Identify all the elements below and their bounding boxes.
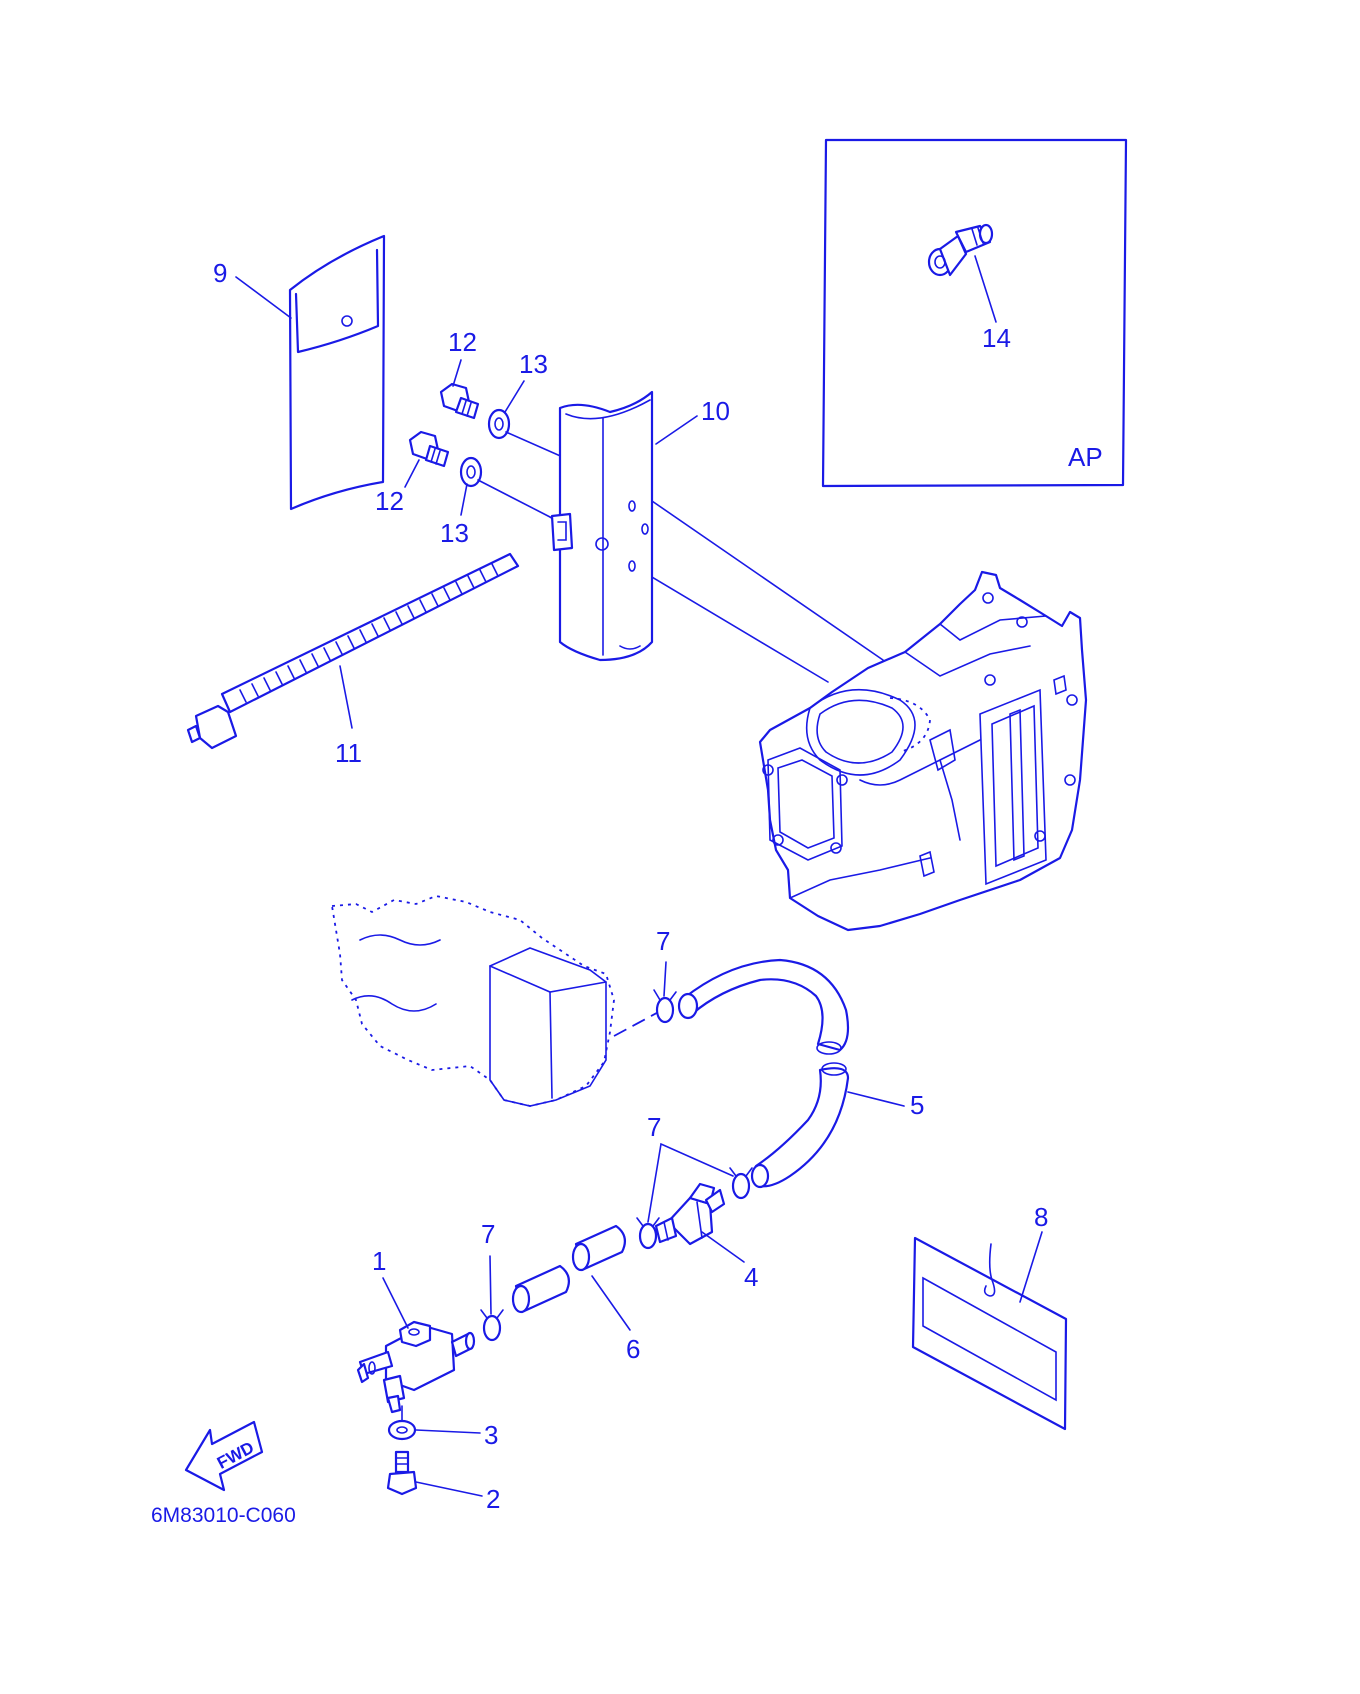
part-12-bolt-upper — [439, 382, 480, 420]
cylinder-block — [758, 570, 1088, 932]
part-8-label — [911, 1236, 1068, 1431]
part-6-hose-a — [571, 1224, 627, 1272]
fwd-direction-arrow: FWD — [184, 1420, 264, 1492]
carburetor-body — [330, 895, 615, 1107]
part-13-washer-lower — [459, 456, 483, 488]
leader-11 — [339, 665, 353, 729]
part-4-fuel-joint — [654, 1182, 726, 1246]
label-3: 3 — [484, 1420, 498, 1450]
label-12a: 12 — [448, 327, 477, 357]
leader-12b — [404, 459, 420, 488]
leader-5 — [847, 1091, 905, 1107]
label-2: 2 — [486, 1484, 500, 1514]
leader-13a — [504, 380, 525, 413]
label-6: 6 — [626, 1334, 640, 1364]
part-14-fitting — [927, 223, 994, 277]
part-11-cable-tie — [186, 552, 520, 750]
label-7c: 7 — [481, 1219, 495, 1249]
leader-7c — [489, 1255, 492, 1315]
label-1: 1 — [372, 1246, 386, 1276]
part-1-fuel-cock — [356, 1320, 476, 1414]
leader-10 — [655, 415, 698, 445]
leader-7a — [663, 961, 667, 997]
leader-13b — [460, 483, 468, 516]
label-8: 8 — [1034, 1202, 1048, 1232]
part-6-hose-b — [511, 1264, 571, 1314]
label-13a: 13 — [519, 349, 548, 379]
label-13b: 13 — [440, 518, 469, 548]
part-12-bolt-lower — [408, 430, 450, 468]
leader-9 — [235, 276, 292, 319]
part-13-washer-upper — [487, 408, 511, 440]
part-9-label-sheet — [288, 234, 386, 511]
leader-2 — [415, 1481, 483, 1497]
part-3-washer — [387, 1419, 417, 1441]
label-9: 9 — [213, 258, 227, 288]
label-7b: 7 — [647, 1112, 661, 1142]
leader-1 — [382, 1277, 409, 1329]
part-7-clip-top — [653, 989, 677, 1024]
label-10: 10 — [701, 396, 730, 426]
leader-14 — [974, 255, 997, 323]
inset-box-ap: AP — [821, 138, 1128, 488]
label-11: 11 — [335, 738, 362, 768]
leader-4 — [701, 1231, 745, 1263]
label-5: 5 — [910, 1090, 924, 1120]
leader-12a — [452, 359, 462, 387]
leader-3 — [415, 1429, 481, 1434]
label-12b: 12 — [375, 486, 404, 516]
axis-line-lower — [477, 479, 551, 518]
label-7a: 7 — [656, 926, 670, 956]
part-10-cover — [550, 390, 654, 662]
leader-6 — [591, 1275, 631, 1331]
part-7-clip-upper-right — [729, 1167, 753, 1200]
leader-7b — [647, 1142, 734, 1223]
drawing-code: 6M83010-C060 — [151, 1504, 296, 1527]
leader-8 — [1019, 1231, 1043, 1303]
part-7-clip-left — [480, 1309, 504, 1342]
part-5-fuel-hose — [677, 958, 850, 1189]
part-2-screw — [386, 1450, 418, 1496]
inset-label: AP — [1068, 442, 1103, 472]
label-14: 14 — [982, 323, 1011, 353]
label-4: 4 — [744, 1262, 758, 1292]
part-7-clip-mid — [636, 1217, 660, 1250]
